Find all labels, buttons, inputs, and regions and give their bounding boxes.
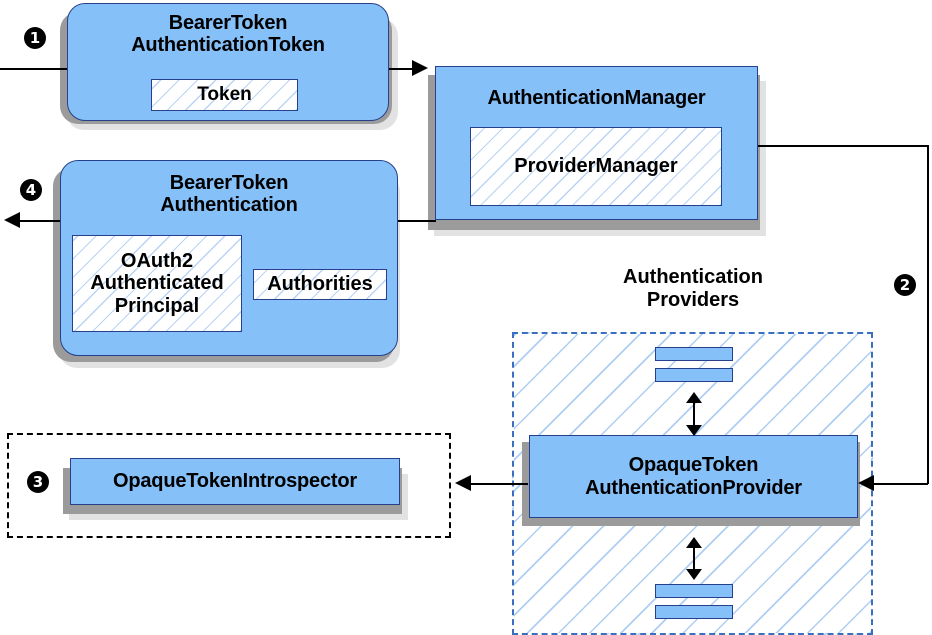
opaque-token-authentication-provider-title: OpaqueToken AuthenticationProvider — [585, 454, 802, 499]
outbound-result-arrow — [4, 212, 20, 228]
provider-link-bottom-line — [693, 541, 695, 573]
provider-link-top-line — [693, 396, 695, 429]
provider-slot-bottom-2 — [655, 605, 733, 619]
bearer-token-authentication-title: BearerToken Authentication — [160, 172, 298, 217]
outbound-result-line — [20, 220, 68, 222]
token-inner-box[interactable]: Token — [151, 79, 298, 111]
token-to-manager-arrow — [412, 60, 428, 76]
opaque-token-introspector-group — [7, 433, 451, 538]
provider-slot-bottom-1 — [655, 584, 733, 598]
rail-to-provider-line — [874, 483, 928, 485]
rail-to-provider-arrow — [858, 475, 874, 491]
provider-link-bottom-arrow-down — [686, 569, 702, 580]
oauth2-authenticated-principal-inner-box[interactable]: OAuth2 Authenticated Principal — [72, 235, 242, 332]
inbound-request-line — [0, 68, 70, 70]
authentication-providers-caption: Authentication Providers — [623, 266, 763, 311]
manager-to-rail-line — [757, 145, 928, 147]
rail-vertical-line — [927, 145, 929, 484]
opaque-token-introspector-node[interactable]: OpaqueTokenIntrospector — [70, 458, 400, 505]
opaque-token-introspector-title: OpaqueTokenIntrospector — [113, 470, 357, 493]
provider-slot-top-2 — [655, 368, 733, 382]
step-marker-4: 4 — [20, 179, 42, 201]
step-marker-2: 2 — [894, 274, 916, 296]
step-marker-3: 3 — [27, 471, 49, 493]
provider-to-introspector-arrow — [455, 475, 471, 491]
provider-slot-top-1 — [655, 347, 733, 361]
provider-manager-inner-box[interactable]: ProviderManager — [470, 127, 722, 206]
provider-link-top-arrow-up — [686, 392, 702, 403]
provider-manager-inner-label: ProviderManager — [514, 155, 678, 178]
step-marker-1: 1 — [24, 27, 46, 49]
provider-link-top-arrow-down — [686, 425, 702, 436]
manager-to-result-line — [396, 220, 436, 222]
provider-to-introspector-line — [470, 483, 528, 485]
provider-link-bottom-arrow-up — [686, 537, 702, 548]
oauth2-authenticated-principal-label: OAuth2 Authenticated Principal — [90, 249, 224, 317]
authentication-manager-title: AuthenticationManager — [487, 87, 706, 109]
authorities-label: Authorities — [267, 273, 373, 296]
token-to-manager-line — [388, 68, 414, 70]
bearer-token-authentication-token-title: BearerToken AuthenticationToken — [131, 12, 325, 57]
opaque-token-authentication-provider-node[interactable]: OpaqueToken AuthenticationProvider — [529, 435, 858, 518]
authorities-inner-box[interactable]: Authorities — [253, 269, 387, 300]
token-inner-label: Token — [197, 84, 252, 106]
